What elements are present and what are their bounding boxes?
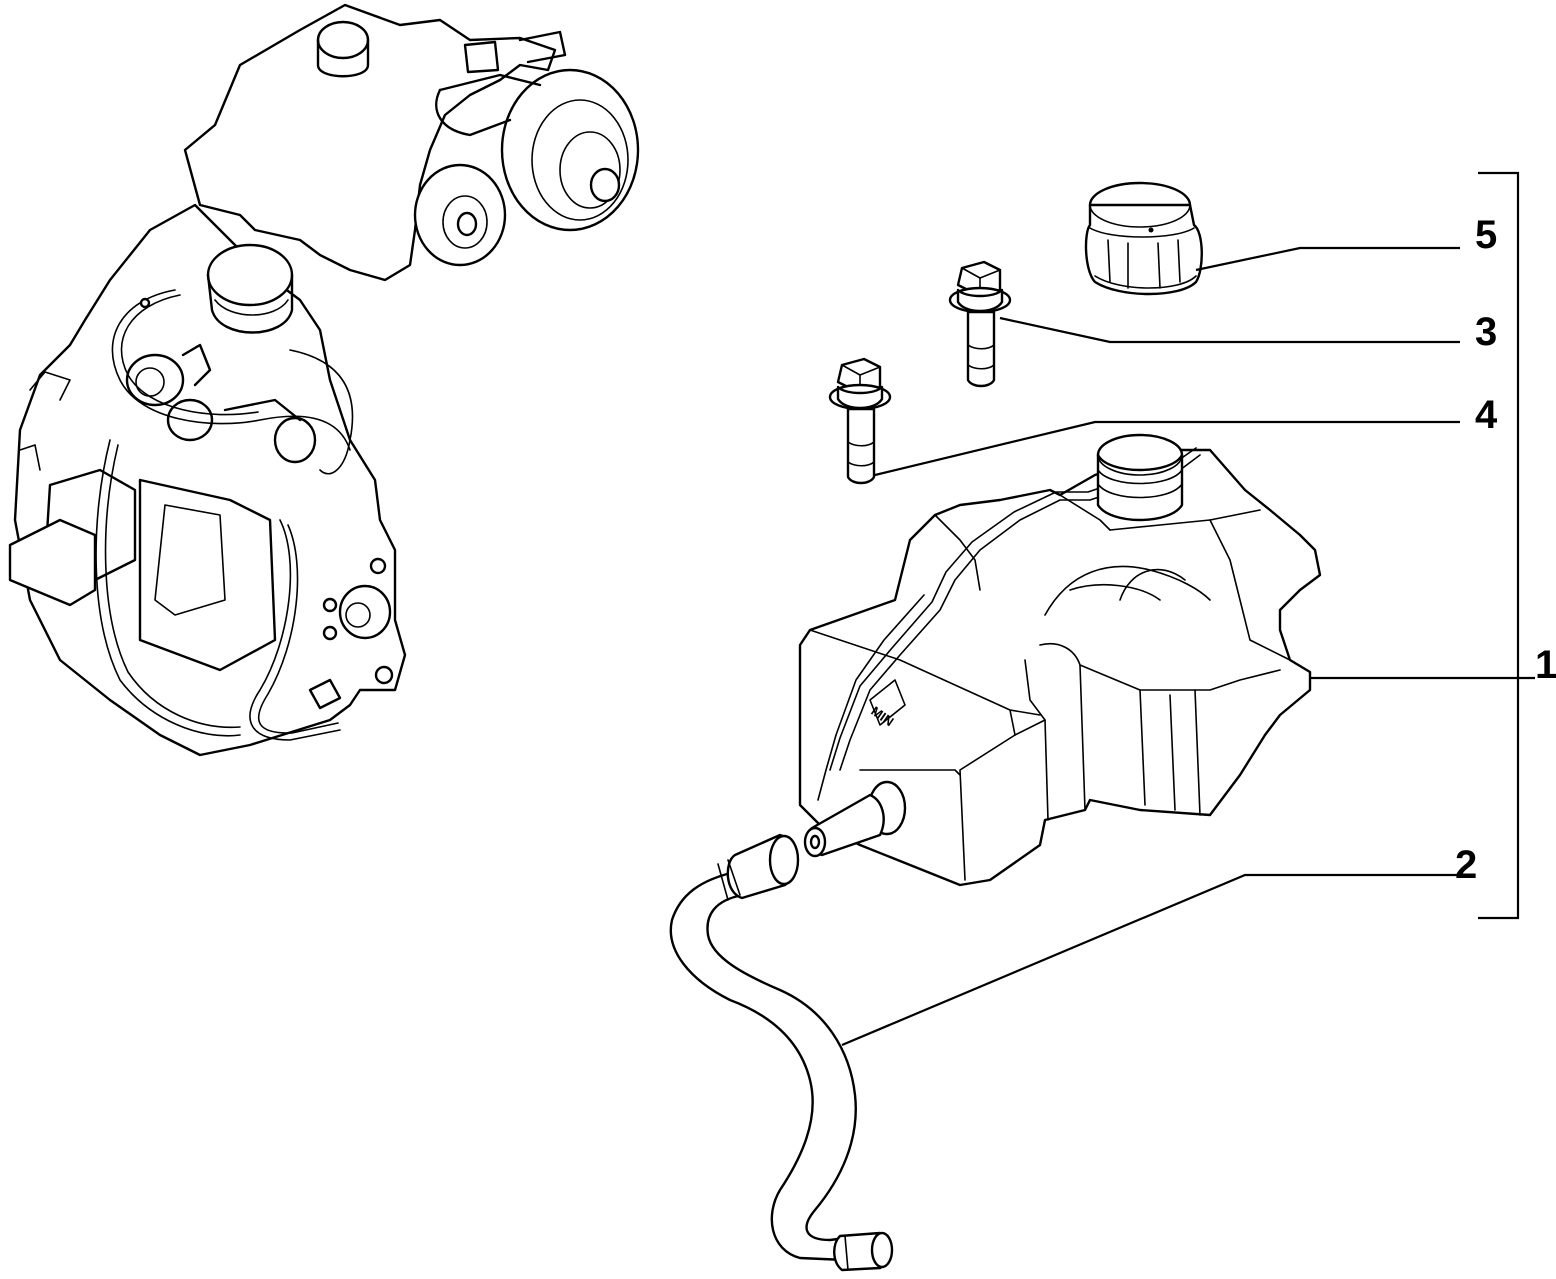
- callout-1: 1: [1535, 643, 1556, 687]
- engine-assembly-illustration: [8, 3, 640, 757]
- callout-4: 4: [1475, 393, 1498, 437]
- bolt-part-4: [828, 357, 892, 485]
- bolt-part-3: [948, 260, 1012, 388]
- hose-part-2: [669, 833, 894, 1272]
- callout-3: 3: [1475, 310, 1497, 354]
- assembly-bracket: [1478, 171, 1520, 920]
- callout-2: 2: [1455, 843, 1477, 887]
- leader-lines: [841, 246, 1535, 1047]
- filler-cap-part-5: [1084, 181, 1203, 296]
- callout-5: 5: [1475, 213, 1497, 257]
- reservoir-tank-part-1: MIN: [798, 433, 1322, 887]
